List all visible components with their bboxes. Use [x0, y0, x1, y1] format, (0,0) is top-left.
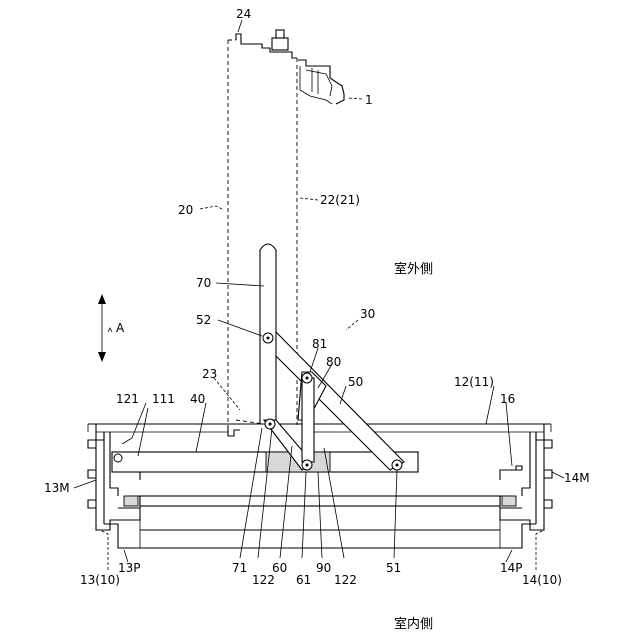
label-52: 52	[196, 313, 211, 327]
link-81	[302, 378, 314, 462]
direction-label: A	[116, 321, 125, 335]
label-16: 16	[500, 392, 515, 406]
label-122-left: 122	[252, 573, 275, 587]
label-14P: 14P	[500, 561, 523, 575]
arm-50	[262, 332, 404, 470]
rail-40	[112, 452, 418, 472]
label-80: 80	[326, 355, 341, 369]
frame	[88, 424, 552, 548]
sash-outline	[228, 30, 344, 430]
label-30: 30	[360, 307, 375, 321]
reference-labels: 24 1 20 22(21) 70 52 30 81 80 50 23 12(1…	[44, 7, 590, 632]
label-23: 23	[202, 367, 217, 381]
label-122-right: 122	[334, 573, 357, 587]
label-24: 24	[236, 7, 251, 21]
label-13-10: 13(10)	[80, 573, 120, 587]
label-13P: 13P	[118, 561, 141, 575]
label-81: 81	[312, 337, 327, 351]
label-22-21: 22(21)	[320, 193, 360, 207]
label-50: 50	[348, 375, 363, 389]
label-111: 111	[152, 392, 175, 406]
direction-arrow	[98, 294, 112, 362]
label-14-10: 14(10)	[522, 573, 562, 587]
outdoor-side-label: 室外側	[394, 261, 433, 277]
label-70: 70	[196, 276, 211, 290]
label-40: 40	[190, 392, 205, 406]
label-60: 60	[272, 561, 287, 575]
label-14M: 14M	[564, 471, 590, 485]
label-13M: 13M	[44, 481, 70, 495]
indoor-side-label: 室内側	[394, 616, 433, 632]
label-1: 1	[365, 93, 373, 107]
leader-lines	[74, 20, 564, 570]
label-61: 61	[296, 573, 311, 587]
label-20: 20	[178, 203, 193, 217]
label-71: 71	[232, 561, 247, 575]
label-121: 121	[116, 392, 139, 406]
label-51: 51	[386, 561, 401, 575]
label-12-11: 12(11)	[454, 375, 494, 389]
label-90: 90	[316, 561, 331, 575]
